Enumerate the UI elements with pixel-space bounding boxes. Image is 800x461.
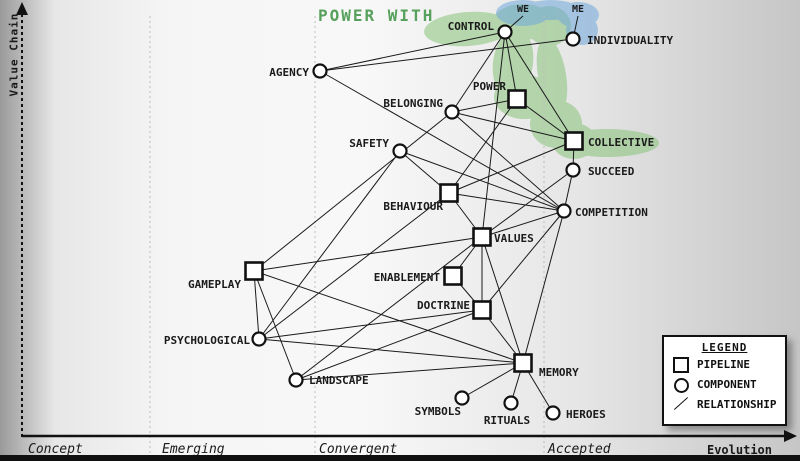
relationship-edge-control-agency xyxy=(319,31,506,72)
relationship-edge-competition-values xyxy=(481,210,565,238)
node-label-gameplay: GAMEPLAY xyxy=(188,278,241,291)
legend-item-label: RELATIONSHIP xyxy=(697,397,777,411)
relationship-edge-belonging-gameplay xyxy=(253,111,453,272)
legend-item-relationship: RELATIONSHIP xyxy=(664,394,785,414)
component-node-safety[interactable] xyxy=(392,143,408,159)
node-label-rituals: RITUALS xyxy=(484,414,530,427)
stage-label-emerging: Emerging xyxy=(162,442,225,457)
relationship-edge-doctrine-psychological xyxy=(258,309,483,340)
legend-item-component: COMPONENT xyxy=(664,374,785,394)
relationship-edge-belonging-collective xyxy=(451,111,575,142)
relationship-edge-agency-competition xyxy=(319,70,565,212)
node-label-symbols: SYMBOLS xyxy=(415,405,461,418)
relationship-edge-control-power xyxy=(504,31,518,100)
pipeline-node-memory[interactable] xyxy=(513,353,533,373)
node-label-heroes: HEROES xyxy=(566,408,606,421)
value-chain-axis-label: Value Chain xyxy=(7,12,21,97)
relationship-edge-succeed-values xyxy=(481,169,574,238)
node-label-memory: MEMORY xyxy=(539,366,579,379)
node-label-psychological: PSYCHOLOGICAL xyxy=(164,334,250,347)
node-label-competition: COMPETITION xyxy=(575,206,648,219)
component-node-belonging[interactable] xyxy=(444,104,460,120)
node-label-me: ME xyxy=(572,4,584,15)
node-label-agency: AGENCY xyxy=(269,66,309,79)
relationship-edge-safety-competition xyxy=(399,150,565,212)
node-label-individuality: INDIVIDUALITY xyxy=(587,34,673,47)
relationship-edge-memory-symbols xyxy=(461,362,524,399)
relationship-edge-values-memory xyxy=(481,236,524,364)
node-label-control: CONTROL xyxy=(448,20,495,33)
stage-label-concept: Concept xyxy=(28,442,83,457)
component-node-agency[interactable] xyxy=(312,63,328,79)
legend-item-pipeline: PIPELINE xyxy=(664,354,785,374)
pipeline-node-collective[interactable] xyxy=(564,131,584,151)
relationship-edge-memory-psychological xyxy=(258,338,524,364)
evolution-axis-arrow-icon xyxy=(784,430,797,442)
relationship-edge-control-collective xyxy=(504,31,575,142)
component-node-heroes[interactable] xyxy=(545,405,561,421)
relationship-edge-control-values xyxy=(481,31,506,238)
component-node-symbols[interactable] xyxy=(454,390,470,406)
node-label-safety: SAFETY xyxy=(349,137,389,150)
relationship-edge-competition-behaviour xyxy=(448,192,565,212)
stage-label-convergent: Convergent xyxy=(319,442,398,457)
pipeline-node-gameplay[interactable] xyxy=(244,261,264,281)
relationship-edge-control-belonging xyxy=(451,31,506,113)
legend-item-label: COMPONENT xyxy=(697,377,757,391)
pipeline-node-power[interactable] xyxy=(507,89,527,109)
legend-box: LEGEND PIPELINE COMPONENT RELATIONSHIP xyxy=(662,335,787,426)
relationship-edge-landscape-memory xyxy=(295,362,524,381)
node-label-values: VALUES xyxy=(494,232,534,245)
evolution-axis-label: Evolution xyxy=(706,443,772,457)
component-node-competition[interactable] xyxy=(556,203,572,219)
node-label-behaviour: BEHAVIOUR xyxy=(383,200,443,213)
relationship-edge-values-gameplay xyxy=(253,236,483,272)
line-icon xyxy=(672,395,692,413)
pipeline-node-enablement[interactable] xyxy=(443,266,463,286)
power-with-annotation: POWER WITH xyxy=(318,6,435,25)
component-node-individuality[interactable] xyxy=(565,31,581,47)
node-label-power: POWER xyxy=(473,80,506,93)
pipeline-node-doctrine[interactable] xyxy=(472,300,492,320)
square-icon xyxy=(672,355,692,373)
node-label-landscape: LANDSCAPE xyxy=(309,374,369,387)
pipeline-node-values[interactable] xyxy=(472,227,492,247)
bottom-border-bar xyxy=(0,455,800,461)
component-node-succeed[interactable] xyxy=(565,162,581,178)
relationship-edge-gameplay-landscape xyxy=(253,270,297,381)
relationship-edge-values-landscape xyxy=(295,236,483,381)
component-node-psychological[interactable] xyxy=(251,331,267,347)
relationship-edge-competition-memory xyxy=(522,210,565,364)
relationship-edge-collective-behaviour xyxy=(448,140,575,194)
relationship-edge-safety-psychological xyxy=(258,150,401,340)
relationship-edge-gameplay-memory xyxy=(253,270,524,364)
node-label-we: WE xyxy=(517,4,529,15)
circle-icon xyxy=(672,375,692,393)
relationship-edge-gameplay-psychological xyxy=(253,270,260,340)
relationship-edge-competition-doctrine xyxy=(481,210,565,311)
relationship-edge-power-belonging xyxy=(451,98,518,113)
relationship-edge-doctrine-landscape xyxy=(295,309,483,381)
relationship-edge-power-behaviour xyxy=(448,98,518,194)
component-node-control[interactable] xyxy=(497,24,513,40)
relationship-edge-behaviour-psychological xyxy=(258,192,450,340)
pipeline-node-behaviour[interactable] xyxy=(439,183,459,203)
node-label-enablement: ENABLEMENT xyxy=(374,271,441,284)
stage-label-accepted: Accepted xyxy=(548,442,611,457)
green-blob-lobe xyxy=(424,11,512,47)
relationship-edge-agency-individuality xyxy=(319,38,574,72)
node-label-collective: COLLECTIVE xyxy=(588,136,654,149)
component-node-landscape[interactable] xyxy=(288,372,304,388)
node-label-belonging: BELONGING xyxy=(383,97,443,110)
legend-title: LEGEND xyxy=(701,341,748,354)
node-label-succeed: SUCCEED xyxy=(588,165,635,178)
relationship-edge-belonging-competition xyxy=(451,111,565,212)
value-chain-axis-arrow-icon xyxy=(16,2,28,15)
legend-item-label: PIPELINE xyxy=(697,357,750,371)
node-label-doctrine: DOCTRINE xyxy=(417,299,470,312)
component-node-rituals[interactable] xyxy=(503,395,519,411)
